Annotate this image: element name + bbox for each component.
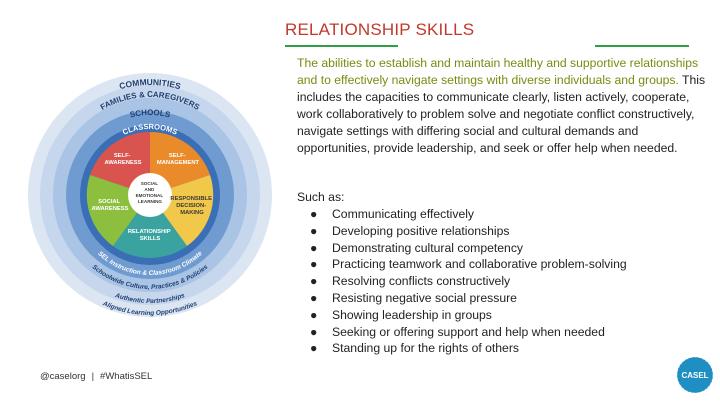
list-item-text: Resolving conflicts constructively (332, 274, 511, 289)
list-item-text: Communicating effectively (332, 207, 475, 221)
list-item: ● Standing up for the rights of others (310, 340, 627, 357)
bullet-icon: ● (310, 240, 318, 255)
bullet-icon: ● (310, 341, 318, 356)
list-item: ● Practicing teamwork and collaborative p… (310, 256, 627, 273)
list-item: ● Developing positive relationships (310, 223, 627, 240)
bullet-icon: ● (310, 307, 318, 322)
list-item-text: Demonstrating cultural competency (332, 240, 524, 255)
casel-wheel: COMMUNITIES FAMILIES & CAREGIVERS SCHOOL… (28, 73, 272, 317)
title-underline-gap (398, 45, 598, 47)
bullet-icon: ● (310, 257, 318, 272)
list-item: ● Showing leadership in groups (310, 307, 627, 324)
logo-circle (677, 357, 713, 393)
list-item: ● Resisting negative social pressure (310, 290, 627, 307)
bullet-icon: ● (310, 290, 318, 305)
list-item-text: Showing leadership in groups (332, 307, 492, 322)
footer-handle: @caselorg (40, 371, 86, 382)
segment-label-self-awareness: SELF- AWARENESS (104, 153, 141, 166)
segment-label-relationship: RELATIONSHIP SKILLS (128, 229, 172, 242)
skills-list: ● Communicating effectively ● Developing p… (310, 206, 627, 357)
segment-label-responsible: RESPONSIBLE DECISION- MAKING (170, 196, 213, 216)
list-item: ● Communicating effectively (310, 206, 627, 223)
definition-body: This includes the capacities to communic… (297, 73, 706, 155)
slide-title: RELATIONSHIP SKILLS (285, 20, 475, 39)
segment-relationship (113, 195, 187, 259)
casel-logo: CASEL (676, 356, 714, 394)
such-as-label: Such as: (297, 190, 345, 204)
list-item-text: Developing positive relationships (332, 223, 510, 238)
footer-hashtag: #WhatisSEL (100, 371, 153, 382)
footer-separator: | (91, 371, 95, 382)
segment-label-center: SOCIAL AND EMOTIONAL LEARNING (136, 181, 165, 204)
list-item-text: Practicing teamwork and collaborative pr… (332, 257, 627, 272)
list-item-text: Standing up for the rights of others (332, 341, 519, 356)
segment-label-self-management: SELF- MANAGEMENT (157, 153, 200, 166)
bullet-icon: ● (310, 223, 318, 238)
list-item-text: Resisting negative social pressure (332, 290, 517, 305)
list-item-text: Seeking or offering support and help whe… (332, 324, 605, 339)
list-item: ● Seeking or offering support and help wh… (310, 324, 627, 341)
ring-label-schools: SCHOOLS (129, 108, 172, 120)
logo-text: CASEL (681, 371, 708, 380)
bullet-icon: ● (310, 324, 318, 339)
definition-paragraph: The abilities to establish and maintain … (297, 55, 707, 157)
segment-label-social-awareness: SOCIAL AWARENESS (91, 199, 128, 212)
wheel-center (128, 173, 172, 217)
bullet-icon: ● (310, 207, 318, 221)
title-underline (285, 45, 689, 47)
bullet-icon: ● (310, 274, 318, 289)
title-underline-segment (595, 45, 687, 47)
definition-highlight: The abilities to establish and maintain … (297, 56, 699, 87)
list-item: ● Demonstrating cultural competency (310, 240, 627, 257)
footer: @caselorg | #WhatisSEL (40, 371, 152, 382)
list-item: ● Resolving conflicts constructively (310, 273, 627, 290)
